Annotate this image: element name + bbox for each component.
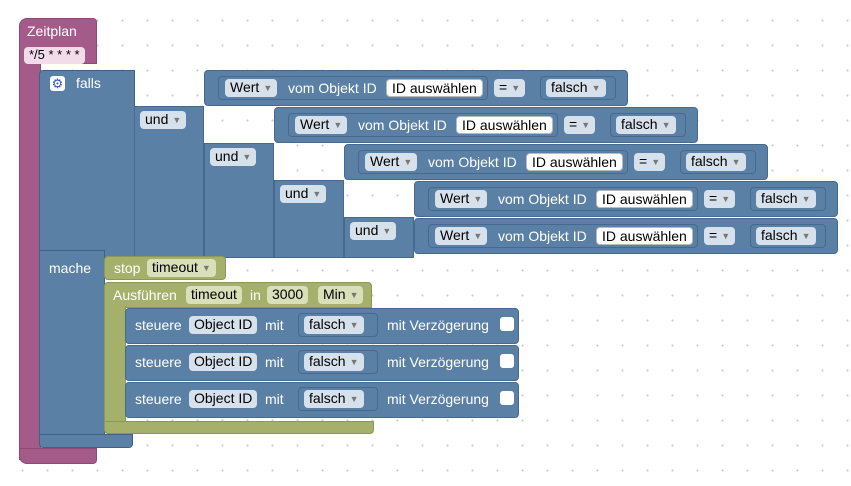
- id-select-field[interactable]: ID auswählen: [456, 116, 553, 134]
- run-label: Ausführen: [113, 287, 177, 303]
- false-dropdown[interactable]: falsch▼: [756, 190, 816, 208]
- schedule-title: Zeitplan: [27, 23, 77, 39]
- control-label: steuere: [135, 317, 182, 333]
- id-select-field[interactable]: ID auswählen: [596, 190, 693, 208]
- if-block-bottom: [39, 434, 133, 448]
- schedule-block-spine: [19, 60, 41, 460]
- and-dropdown-4[interactable]: und▼: [350, 222, 397, 240]
- if-block[interactable]: [39, 70, 135, 258]
- and-dropdown-1[interactable]: und▼: [140, 111, 187, 129]
- stop-timer-dropdown[interactable]: timeout▼: [147, 259, 216, 277]
- false-dropdown[interactable]: falsch▼: [756, 227, 816, 245]
- delay-field[interactable]: 3000: [267, 286, 309, 304]
- if-block-spine: [39, 250, 105, 444]
- cron-field[interactable]: */5 * * * *: [24, 47, 85, 64]
- object-id-field[interactable]: Object ID: [189, 353, 258, 371]
- control-value-dropdown[interactable]: falsch▼: [304, 390, 364, 408]
- id-select-field[interactable]: ID auswählen: [596, 227, 693, 245]
- unit-dropdown[interactable]: Min▼: [318, 286, 364, 304]
- operator-dropdown[interactable]: =▼: [704, 190, 736, 208]
- false-dropdown[interactable]: falsch▼: [546, 79, 606, 97]
- value-dropdown[interactable]: Wert▼: [435, 227, 488, 245]
- and-block-1[interactable]: [134, 106, 204, 258]
- in-label: in: [250, 287, 261, 303]
- and-dropdown-2[interactable]: und▼: [210, 148, 257, 166]
- with-label: mit: [265, 317, 284, 333]
- control-value-dropdown[interactable]: falsch▼: [304, 353, 364, 371]
- object-label: vom Objekt ID: [358, 117, 447, 133]
- timeout-block-spine: [104, 306, 126, 428]
- delay-label: mit Verzögerung: [387, 317, 489, 333]
- with-label: mit: [265, 354, 284, 370]
- if-label: falls: [76, 75, 101, 91]
- control-value-dropdown[interactable]: falsch▼: [304, 316, 364, 334]
- object-label: vom Objekt ID: [428, 154, 517, 170]
- delay-checkbox[interactable]: [500, 354, 514, 368]
- id-select-field[interactable]: ID auswählen: [526, 153, 623, 171]
- with-label: mit: [265, 391, 284, 407]
- schedule-block-bottom: [19, 448, 97, 464]
- operator-dropdown[interactable]: =▼: [704, 227, 736, 245]
- operator-dropdown[interactable]: =▼: [564, 116, 596, 134]
- value-dropdown[interactable]: Wert▼: [225, 79, 278, 97]
- object-label: vom Objekt ID: [288, 80, 377, 96]
- timeout-name-field[interactable]: timeout: [186, 286, 242, 304]
- id-select-field[interactable]: ID auswählen: [386, 79, 483, 97]
- value-dropdown[interactable]: Wert▼: [365, 153, 418, 171]
- delay-checkbox[interactable]: [500, 317, 514, 331]
- false-dropdown[interactable]: falsch▼: [616, 116, 676, 134]
- object-label: vom Objekt ID: [498, 228, 587, 244]
- object-id-field[interactable]: Object ID: [189, 390, 258, 408]
- value-dropdown[interactable]: Wert▼: [295, 116, 348, 134]
- gear-icon[interactable]: ⚙: [50, 76, 65, 91]
- object-label: vom Objekt ID: [498, 191, 587, 207]
- delay-label: mit Verzögerung: [387, 391, 489, 407]
- delay-checkbox[interactable]: [500, 391, 514, 405]
- timeout-block-bottom: [104, 421, 374, 434]
- operator-dropdown[interactable]: =▼: [634, 153, 666, 171]
- control-label: steuere: [135, 354, 182, 370]
- and-dropdown-3[interactable]: und▼: [280, 185, 327, 203]
- delay-label: mit Verzögerung: [387, 354, 489, 370]
- control-label: steuere: [135, 391, 182, 407]
- false-dropdown[interactable]: falsch▼: [686, 153, 746, 171]
- object-id-field[interactable]: Object ID: [189, 316, 258, 334]
- stop-label: stop: [114, 260, 141, 276]
- value-dropdown[interactable]: Wert▼: [435, 190, 488, 208]
- do-label: mache: [49, 260, 92, 276]
- operator-dropdown[interactable]: =▼: [494, 79, 526, 97]
